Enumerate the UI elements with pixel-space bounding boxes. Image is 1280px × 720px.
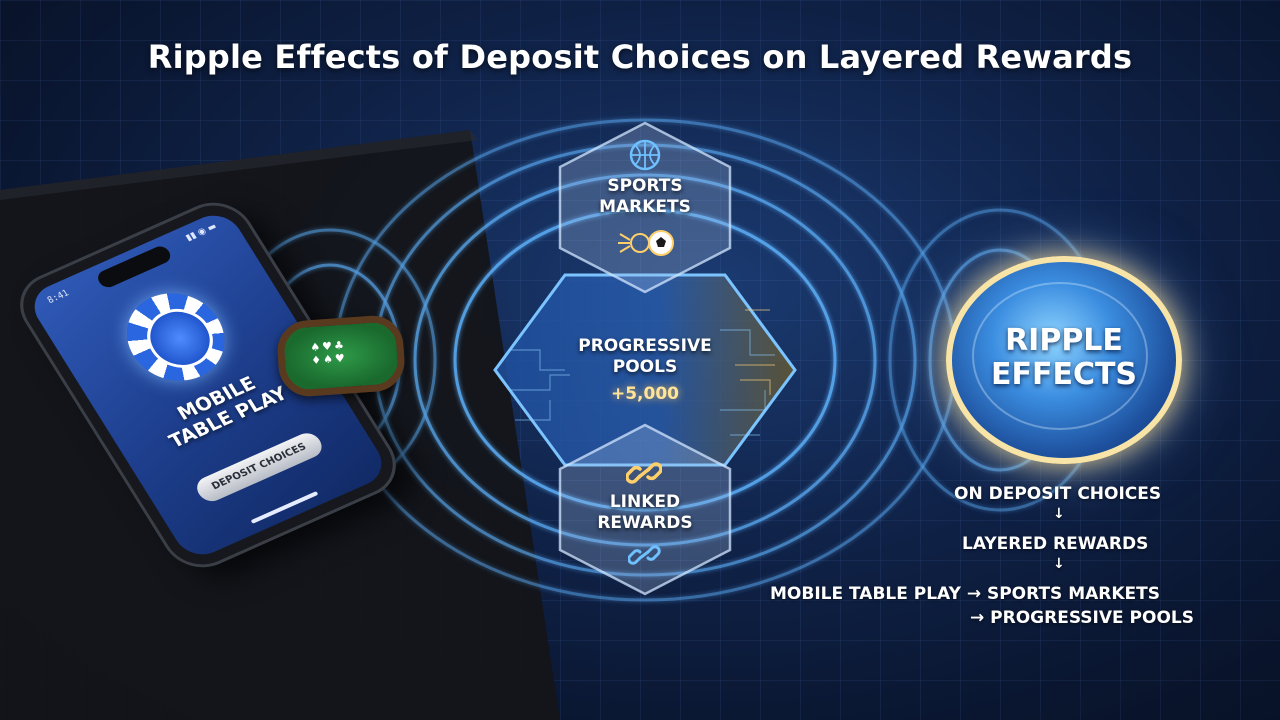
status-time: 8:41 bbox=[45, 288, 71, 306]
progressive-pools-hex-shape bbox=[493, 273, 797, 467]
flow-line-progressive: → PROGRESSIVE POOLS bbox=[970, 608, 1194, 628]
status-icons: ▮▮ ◉ ▬ bbox=[184, 221, 219, 244]
down-arrow-icon: ↓ bbox=[1053, 506, 1065, 522]
coin-line1: RIPPLE bbox=[1005, 323, 1123, 358]
flow-line-deposit: ON DEPOSIT CHOICES bbox=[954, 484, 1162, 504]
link-icon bbox=[626, 462, 662, 484]
ripple-effects-coin: RIPPLE EFFECTS bbox=[946, 256, 1182, 464]
coin-line2: EFFECTS bbox=[990, 357, 1138, 392]
progressive-pools-label: PROGRESSIVE POOLS bbox=[555, 336, 735, 378]
sports-markets-hex-shape bbox=[558, 121, 732, 294]
progressive-label-line1: PROGRESSIVE bbox=[578, 336, 712, 356]
linked-rewards-label: LINKED REWARDS bbox=[555, 492, 735, 534]
down-arrow-icon-2: ↓ bbox=[1053, 556, 1065, 572]
linked-label-line2: REWARDS bbox=[597, 513, 693, 533]
progressive-label-line2: POOLS bbox=[612, 357, 678, 377]
coin-label: RIPPLE EFFECTS bbox=[952, 324, 1176, 392]
link-chain-icon bbox=[628, 545, 661, 565]
sports-label-line2: MARKETS bbox=[599, 197, 691, 217]
playing-cards: ♠♥♣ ♦♠♥ bbox=[309, 338, 348, 368]
soccer-ball-icon bbox=[618, 230, 674, 256]
progressive-pools-value: +5,000 bbox=[610, 384, 680, 404]
page-title: Ripple Effects of Deposit Choices on Lay… bbox=[147, 38, 1133, 76]
sports-label-line1: SPORTS bbox=[607, 176, 683, 196]
poker-chip-icon bbox=[109, 278, 243, 396]
linked-rewards-hex-shape bbox=[558, 423, 732, 596]
flow-line-mobile: MOBILE TABLE PLAY → SPORTS MARKETS bbox=[770, 584, 1161, 604]
basketball-icon bbox=[629, 139, 661, 171]
deposit-choices-button[interactable]: DEPOSIT CHOICES bbox=[192, 429, 327, 506]
poker-table-icon: ♠♥♣ ♦♠♥ bbox=[275, 313, 407, 399]
flow-line-layered: LAYERED REWARDS bbox=[962, 534, 1149, 554]
linked-label-line1: LINKED bbox=[609, 492, 681, 512]
sports-markets-label: SPORTS MARKETS bbox=[555, 176, 735, 218]
coin-swirl bbox=[972, 282, 1148, 430]
